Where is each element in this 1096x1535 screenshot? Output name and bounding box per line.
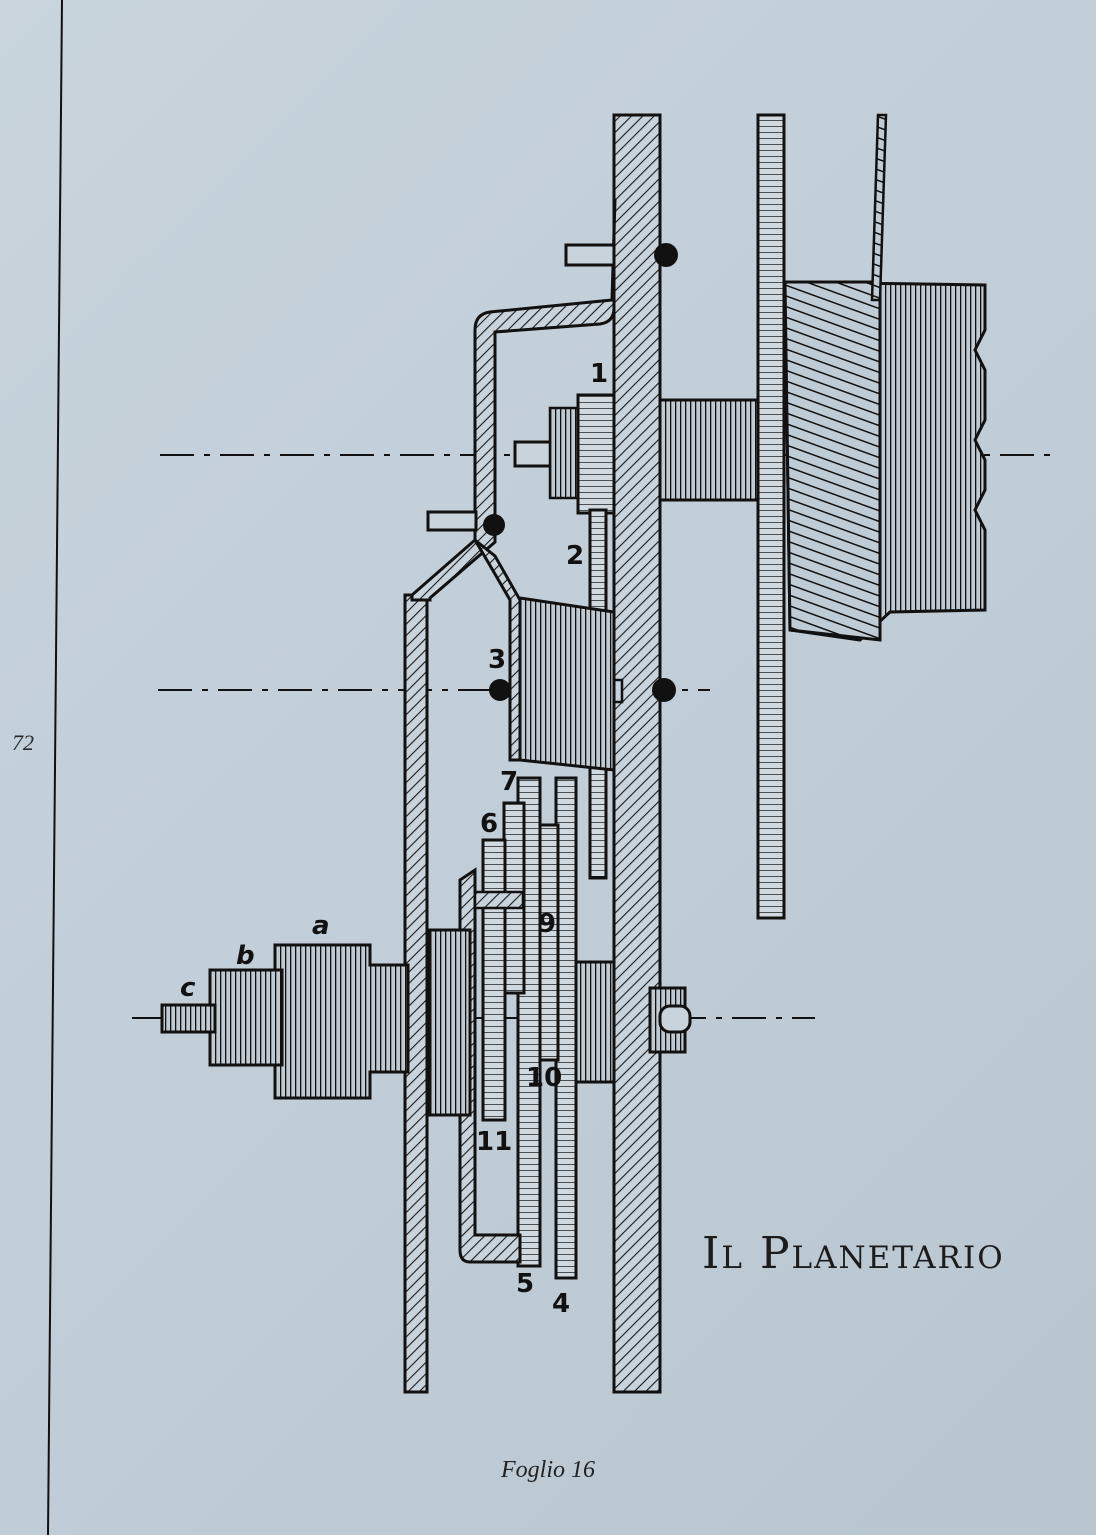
- hub-right: [574, 960, 616, 1084]
- main-plate: [612, 113, 662, 1394]
- label-2: 2: [566, 541, 584, 571]
- gear-11: [481, 838, 507, 1122]
- label-5: 5: [516, 1269, 534, 1299]
- arbor-a: [273, 943, 410, 1100]
- gear-9: [538, 823, 560, 1062]
- label-9: 9: [538, 909, 556, 939]
- screw-head-upper: [654, 243, 678, 267]
- label-10: 10: [526, 1063, 562, 1093]
- screw-head-right: [652, 678, 676, 702]
- hub-left: [428, 928, 472, 1117]
- scale-bar: [756, 113, 786, 920]
- rope-line: [870, 113, 888, 302]
- label-a: a: [312, 911, 330, 941]
- arbor-c: [160, 1003, 217, 1034]
- label-b: b: [236, 941, 255, 971]
- screw-head-lower: [489, 679, 511, 701]
- upper-bracket: [410, 198, 617, 602]
- rope-coils: [783, 280, 882, 642]
- label-c: c: [180, 973, 196, 1003]
- label-7: 7: [500, 767, 518, 797]
- gear-1: [576, 393, 616, 515]
- sheet-caption: Foglio 16: [501, 1457, 595, 1483]
- label-1: 1: [590, 359, 608, 389]
- gear-3-bevel: [518, 596, 616, 772]
- bracket-tab: [473, 890, 525, 910]
- lower-bracket: [458, 867, 522, 1264]
- label-6: 6: [480, 809, 498, 839]
- pin-upper: [564, 243, 616, 267]
- screw-head-mid: [483, 514, 505, 536]
- page-number: 72: [12, 730, 34, 755]
- label-3: 3: [488, 645, 506, 675]
- bracket-arm: [473, 538, 522, 762]
- label-11: 11: [476, 1127, 512, 1157]
- margin-line: [47, 0, 63, 1535]
- drum-shaft: [658, 398, 767, 502]
- pin-mid: [426, 510, 478, 532]
- screw-right: [658, 1004, 692, 1034]
- arbor-b: [208, 968, 284, 1067]
- collet-1: [548, 406, 582, 500]
- label-4: 4: [552, 1289, 570, 1319]
- drawing-title: Il Planetario: [702, 1228, 1005, 1279]
